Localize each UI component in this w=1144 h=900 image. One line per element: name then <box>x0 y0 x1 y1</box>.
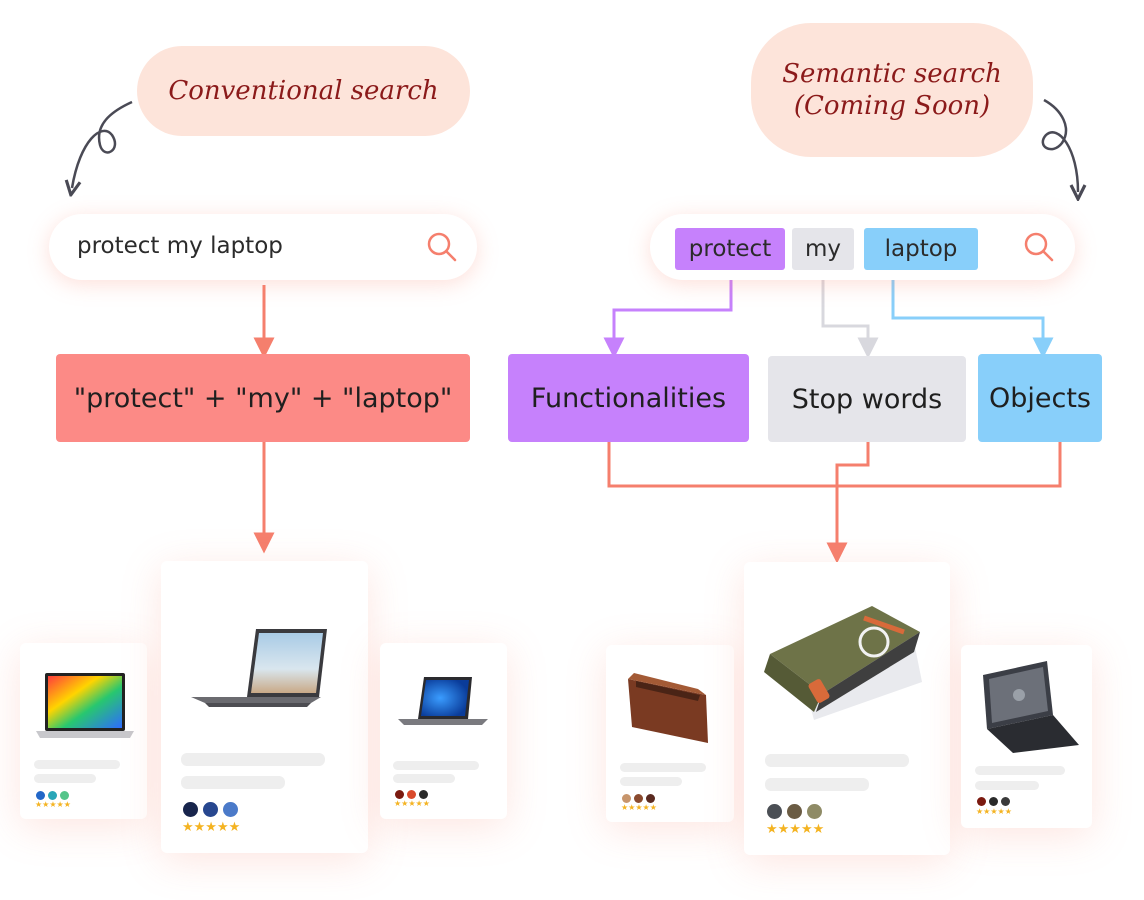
rating-stars: ★★★★★ <box>621 803 657 812</box>
color-swatch <box>646 794 655 803</box>
laptop-hard-case-image <box>983 661 1079 753</box>
rating-stars: ★★★★★ <box>976 807 1012 816</box>
subtitle-placeholder <box>181 776 285 789</box>
coming-soon-label: (Coming Soon) <box>793 91 991 121</box>
color-swatch <box>622 794 631 803</box>
conventional-search-bubble: Conventional search <box>137 46 470 136</box>
color-swatch <box>203 802 218 817</box>
color-swatch <box>419 790 428 799</box>
arrow-laptop-to-objects <box>891 272 1054 359</box>
color-swatch <box>60 791 69 800</box>
product-card[interactable]: ★★★★★ <box>606 645 734 822</box>
rating-stars: ★★★★★ <box>182 820 241 835</box>
title-placeholder <box>975 766 1065 775</box>
color-swatch <box>807 804 822 819</box>
chip-my: my <box>792 228 854 270</box>
color-swatch <box>36 791 45 800</box>
search-query-text: protect my laptop <box>77 233 283 259</box>
color-swatch <box>395 790 404 799</box>
conventional-search-bar[interactable]: protect my laptop <box>49 214 477 280</box>
objects-box: Objects <box>978 354 1102 442</box>
product-card[interactable]: ★★★★★ <box>961 645 1092 828</box>
title-placeholder <box>620 763 706 772</box>
merge-line <box>607 442 1062 488</box>
rating-stars: ★★★★★ <box>394 799 430 808</box>
title-placeholder <box>181 753 325 766</box>
color-swatch <box>989 797 998 806</box>
chip-protect: protect <box>675 228 785 270</box>
subtitle-placeholder <box>393 774 455 783</box>
color-swatch <box>183 802 198 817</box>
color-swatch <box>767 804 782 819</box>
rating-stars: ★★★★★ <box>35 800 71 809</box>
subtitle-placeholder <box>765 778 869 791</box>
title-placeholder <box>34 760 120 769</box>
laptop-image <box>36 673 134 738</box>
title-placeholder <box>393 761 479 770</box>
title-placeholder <box>765 754 909 767</box>
color-swatch <box>407 790 416 799</box>
search-icon[interactable] <box>425 230 459 264</box>
arrow-protect-to-functionalities <box>603 272 733 359</box>
color-swatch <box>634 794 643 803</box>
chip-laptop: laptop <box>864 228 978 270</box>
curly-arrow-right <box>1041 98 1078 192</box>
color-swatch <box>48 791 57 800</box>
semantic-search-label: Semantic search <box>782 58 1002 89</box>
subtitle-placeholder <box>620 777 682 786</box>
semantic-search-bubble: Semantic search (Coming Soon) <box>751 23 1033 157</box>
curly-arrow-left <box>72 100 133 188</box>
rating-stars: ★★★★★ <box>766 822 825 837</box>
laptop-image <box>398 677 488 725</box>
product-card[interactable]: ★★★★★ <box>161 561 368 853</box>
search-icon[interactable] <box>1022 230 1056 264</box>
conventional-search-label: Conventional search <box>168 75 439 106</box>
tokens-box: "protect" + "my" + "laptop" <box>56 354 470 442</box>
laptop-image <box>191 629 327 707</box>
color-swatch <box>1001 797 1010 806</box>
color-swatch <box>977 797 986 806</box>
color-swatch <box>223 802 238 817</box>
laptop-sleeve-image <box>764 606 922 720</box>
stopwords-to-merge <box>826 442 870 564</box>
subtitle-placeholder <box>34 774 96 783</box>
subtitle-placeholder <box>975 781 1039 790</box>
product-card[interactable]: ★★★★★ <box>380 643 507 819</box>
arrow-my-to-stopwords <box>821 272 879 359</box>
product-card[interactable]: ★★★★★ <box>744 562 950 855</box>
stop-words-box: Stop words <box>768 356 966 442</box>
color-swatch <box>787 804 802 819</box>
laptop-sleeve-image <box>628 673 708 743</box>
product-card[interactable]: ★★★★★ <box>20 643 147 819</box>
functionalities-box: Functionalities <box>508 354 749 442</box>
